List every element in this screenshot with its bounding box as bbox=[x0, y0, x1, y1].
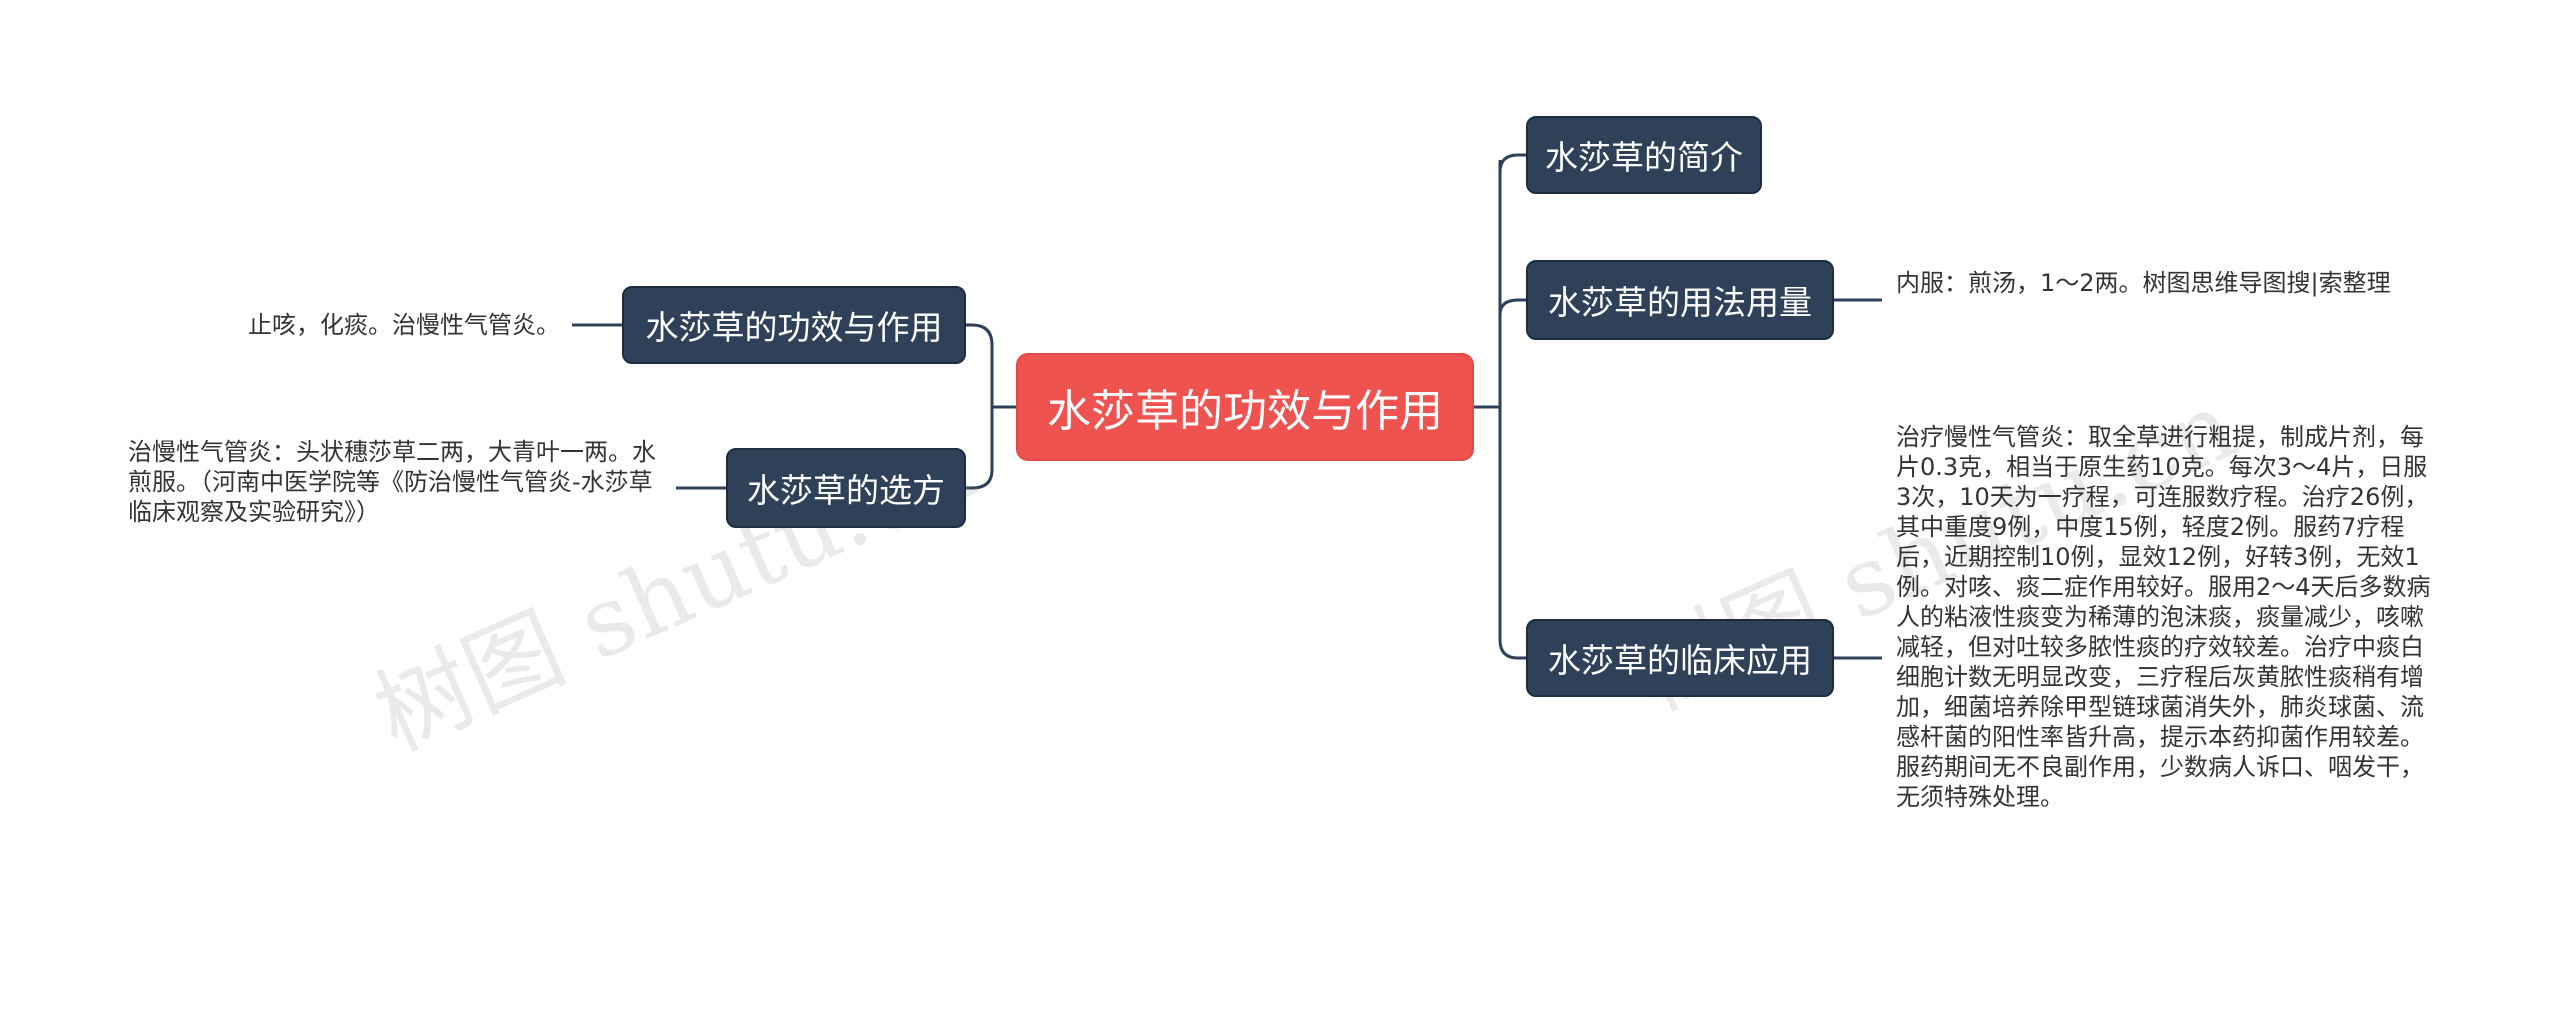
connector-root-right-trunk bbox=[1474, 160, 1502, 640]
branch-intro[interactable]: 水莎草的简介 bbox=[1526, 116, 1762, 194]
connector-root-effect bbox=[966, 323, 994, 346]
connector-root-clinical bbox=[1498, 639, 1526, 660]
connector-root-usage bbox=[1498, 298, 1526, 316]
root-topic[interactable]: 水莎草的功效与作用 bbox=[1016, 353, 1474, 461]
branch-usage[interactable]: 水莎草的用法用量 bbox=[1526, 260, 1834, 340]
branch-clinical[interactable]: 水莎草的临床应用 bbox=[1526, 619, 1834, 697]
note-clinical: 治疗慢性气管炎：取全草进行粗提，制成片剂，每片0.3克，相当于原生药10克。每次… bbox=[1896, 423, 2431, 811]
branch-recipe[interactable]: 水莎草的选方 bbox=[726, 448, 966, 528]
note-effect: 止咳，化痰。治慢性气管炎。 bbox=[248, 311, 560, 339]
connector-root-recipe bbox=[966, 469, 994, 490]
note-recipe: 治慢性气管炎：头状穗莎草二两，大青叶一两。水煎服。（河南中医学院等《防治慢性气管… bbox=[128, 438, 656, 526]
connector-root-intro bbox=[1498, 153, 1526, 173]
note-usage: 内服：煎汤，1～2两。树图思维导图搜|索整理 bbox=[1896, 269, 2391, 297]
branch-effect[interactable]: 水莎草的功效与作用 bbox=[622, 286, 966, 364]
connector-root-left-trunk bbox=[990, 345, 1016, 470]
